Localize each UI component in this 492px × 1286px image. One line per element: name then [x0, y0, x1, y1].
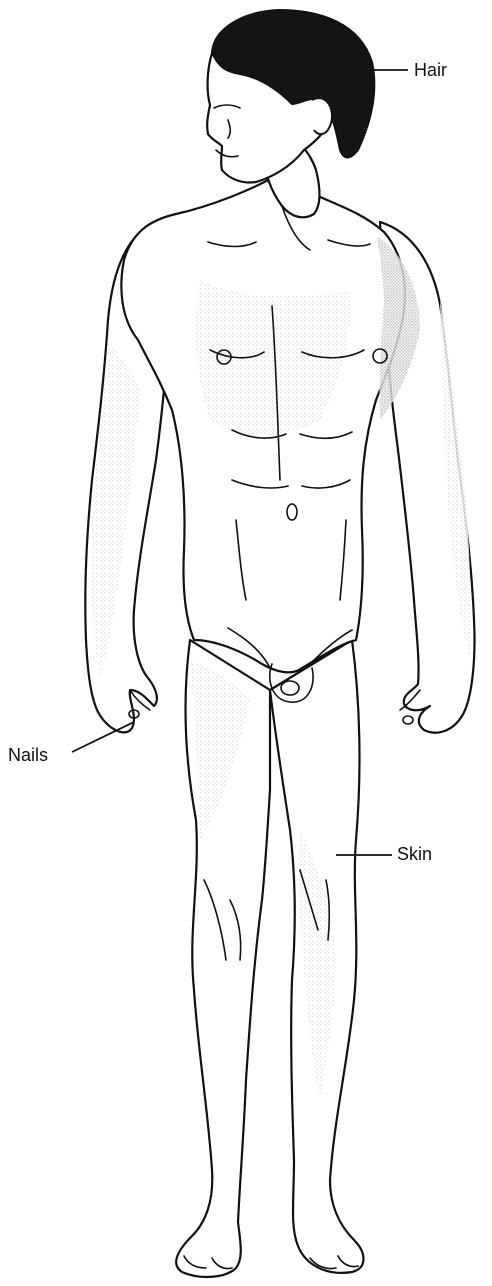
- skin-label: Skin: [397, 845, 432, 863]
- nails-leader-line: [72, 722, 134, 752]
- body-outline: [85, 23, 474, 1277]
- hair-label: Hair: [414, 61, 447, 79]
- nails-label: Nails: [8, 746, 48, 764]
- ear: [312, 98, 332, 134]
